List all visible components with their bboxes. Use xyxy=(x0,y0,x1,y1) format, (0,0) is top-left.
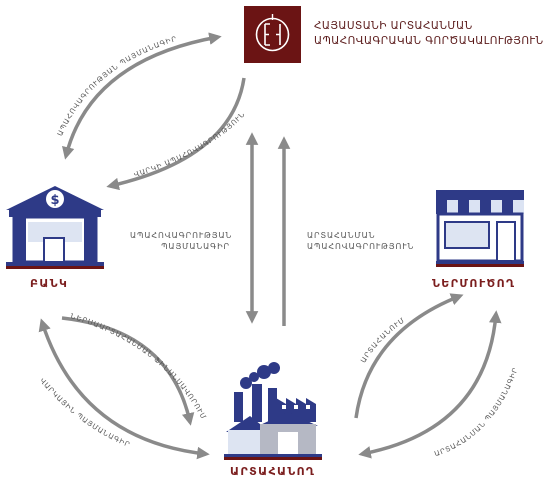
organization-name: ՀԱՅԱՍՏԱՆԻ ԱՐՏԱՀԱՆՄԱՆ ԱՊԱՀՈՎԱԳՐԱԿԱՆ ԳՈՐԾԱ… xyxy=(314,19,550,49)
label-export-insurance-mid: ԱՐՏԱՀԱՆՄԱՆ ԱՊԱՀՈՎԱԳՐՈՒԹՅՈՒՆ xyxy=(307,230,414,252)
arrow-buyer-exporter xyxy=(358,310,502,459)
arc-label-loan-agreement: ՎԱՐԿԱՅԻՆ ՊԱՅՄԱՆԱԳԻՐ xyxy=(38,377,131,450)
arc-label-export: ԱՐՏԱՀԱՆՈՒՄ xyxy=(359,316,406,364)
label-export-insurance-mid-line1: ԱՐՏԱՀԱՆՄԱՆ xyxy=(307,231,376,240)
factory-icon xyxy=(224,362,322,460)
node-label-exporter: ԱՐՏԱՀԱՆՈՂ xyxy=(230,465,316,478)
eia-logo-icon xyxy=(244,6,301,63)
organization-name-line1: ՀԱՅԱՍՏԱՆԻ ԱՐՏԱՀԱՆՄԱՆ xyxy=(314,20,473,32)
arc-label-loan-insurance: ՎԱՐԿԻ ԱՊԱՀՈՎԱԳՐՈՒԹՅՈՒՆ xyxy=(133,110,247,179)
arrow-loan-insurance xyxy=(106,77,246,191)
label-insurance-contract-mid: ԱՊԱՀՈՎԱԳՐՈՒԹՅԱՆ ՊԱՅՄԱՆԱԳԻՐ xyxy=(130,230,233,252)
arrow-exporter-buyer xyxy=(354,293,464,419)
label-export-insurance-mid-line2: ԱՊԱՀՈՎԱԳՐՈՒԹՅՈՒՆ xyxy=(307,242,415,251)
bank-icon: $ xyxy=(6,186,104,269)
node-label-buyer: ՆԵՐՄՈՒԾՈՂ xyxy=(432,277,516,290)
arrow-insurance-contract xyxy=(62,32,222,160)
shop-awning xyxy=(436,200,524,214)
organization-name-line2: ԱՊԱՀՈՎԱԳՐԱԿԱՆ ԳՈՐԾԱԿԱԼՈՒԹՅՈՒՆ xyxy=(314,35,544,47)
svg-text:$: $ xyxy=(50,193,59,208)
label-insurance-contract-mid-line2: ՊԱՅՄԱՆԱԳԻՐ xyxy=(161,242,230,251)
node-label-bank: ԲԱՆԿ xyxy=(30,277,69,290)
shop-icon xyxy=(436,190,524,267)
arrow-bank-exporter-outer xyxy=(38,318,210,460)
label-insurance-contract-mid-line1: ԱՊԱՀՈՎԱԳՐՈՒԹՅԱՆ xyxy=(130,231,233,240)
arc-label-insurance-contract: ԱՊԱՀՈՎԱԳՐՈՒԹՅԱՆ ՊԱՅՄԱՆԱԳԻՐ xyxy=(56,35,178,137)
